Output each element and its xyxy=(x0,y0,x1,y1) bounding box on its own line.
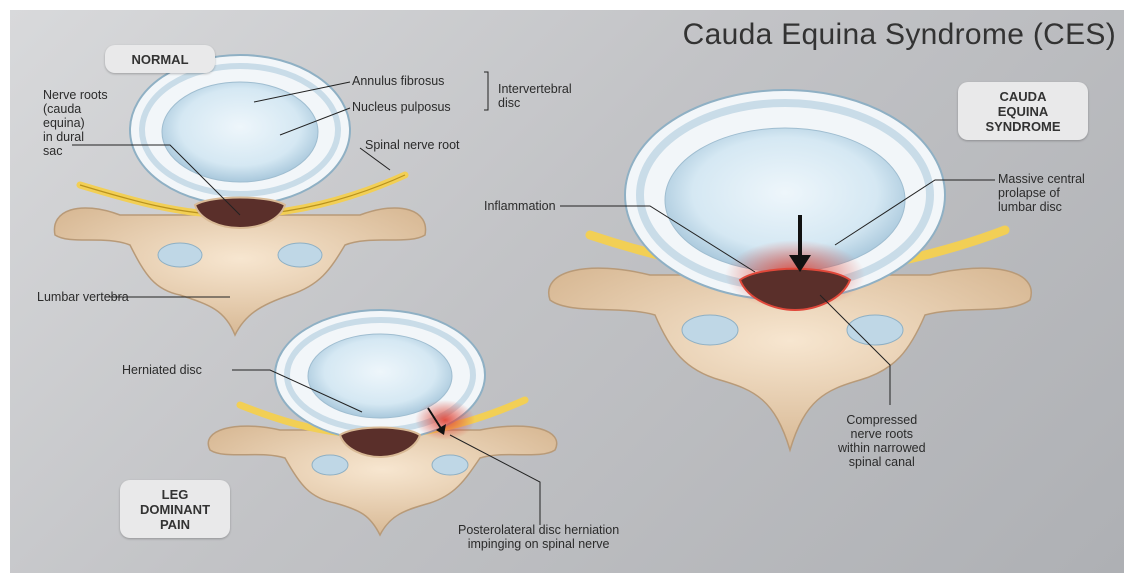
label-nucleus-pulposus: Nucleus pulposus xyxy=(352,100,451,114)
label-herniated-disc: Herniated disc xyxy=(122,363,202,377)
badge-leg-dominant-pain: LEG DOMINANT PAIN xyxy=(120,480,230,538)
label-inflammation: Inflammation xyxy=(484,199,556,213)
badge-ces: CAUDA EQUINA SYNDROME xyxy=(958,82,1088,140)
label-nerve-roots: Nerve roots (cauda equina) in dural sac xyxy=(43,88,108,158)
label-lumbar-vertebra: Lumbar vertebra xyxy=(37,290,129,304)
ces-vertebra xyxy=(549,90,1032,450)
label-compressed-nerve-roots: Compressed nerve roots within narrowed s… xyxy=(838,413,926,469)
page-title: Cauda Equina Syndrome (CES) xyxy=(683,18,1116,52)
illustration-canvas: Cauda Equina Syndrome (CES) NORMAL CAUDA… xyxy=(10,10,1124,573)
badge-normal: NORMAL xyxy=(105,45,215,73)
label-spinal-nerve-root: Spinal nerve root xyxy=(365,138,460,152)
herniated-vertebra xyxy=(208,310,556,535)
label-massive-central-prolapse: Massive central prolapse of lumbar disc xyxy=(998,172,1085,214)
label-posterolateral-herniation: Posterolateral disc herniation impinging… xyxy=(458,523,619,551)
label-annulus-fibrosus: Annulus fibrosus xyxy=(352,74,444,88)
label-intervertebral-disc: Intervertebral disc xyxy=(498,82,572,110)
